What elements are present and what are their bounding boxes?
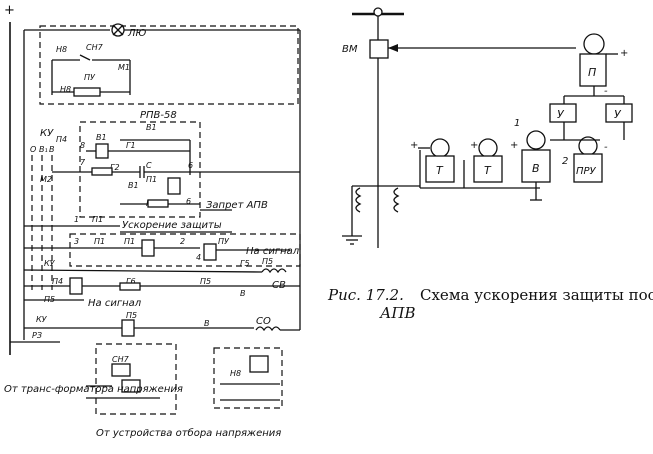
caption-text: Схема ускорения защиты после [420, 286, 653, 304]
relay-t2-label: Т [484, 164, 492, 177]
relay-g5: Г5 [240, 259, 250, 268]
relay-n8-top: Н8 [56, 45, 67, 54]
right-schematic: ВМ П + - У У + Т + Т 1 + [342, 7, 633, 248]
block-sn7-label: СН7 [112, 355, 130, 364]
terminal-2: 2 [180, 237, 185, 246]
uskorenie-label: Ускорение защиты [122, 220, 222, 231]
relay-u2-label: У [614, 108, 622, 121]
from-transformer-label: От транс-форматора напряжения [4, 384, 183, 395]
relay-p5-c: П5 [126, 311, 137, 320]
relay-m1: М1 [118, 63, 130, 72]
na-signal-1-label: На сигнал [246, 246, 300, 257]
relay-v-label: В [532, 162, 540, 175]
terminal-8: 8 [80, 141, 85, 150]
relay-p1-b: П1 [92, 215, 103, 224]
from-device-label: От устройства отбора напряжения [96, 427, 281, 439]
minus-pru: - [604, 142, 608, 153]
p5-label-right: П5 [262, 257, 273, 266]
breaker-vm [369, 39, 389, 59]
plus-t2: + [470, 140, 478, 151]
terminal-6-a: 6 [188, 161, 193, 170]
relay-p5-a: П5 [200, 277, 211, 286]
ku-label: КУ [40, 128, 54, 139]
relay-pu-b: ПУ [218, 237, 230, 246]
block-n8-label: Н8 [230, 369, 241, 378]
num-2: 2 [562, 156, 568, 167]
num-1: 1 [514, 118, 520, 129]
plus-p: + [620, 48, 628, 59]
relay-rz: РЗ [32, 331, 42, 340]
relay-p1-a: П1 [146, 175, 157, 184]
relay-g2: Г2 [110, 163, 120, 172]
left-schematic: + КУ О В₁ В ЛЮ Н8 СН7 М1 Н8 ПУ [4, 3, 301, 439]
plus-t1: + [410, 140, 418, 151]
relay-v1-b: В1 [146, 123, 157, 132]
relay-n8-lower: Н8 [60, 85, 71, 94]
na-signal-2-label: На сигнал [88, 298, 142, 309]
vm-label: ВМ [342, 44, 358, 55]
ku-contact-v: В [49, 145, 55, 154]
plus-v: + [510, 140, 518, 151]
relay-u1-label: У [557, 108, 565, 121]
caption-apv: АПВ [379, 304, 415, 322]
ku-lower-label: КУ [44, 259, 56, 268]
relay-g6: Г6 [126, 277, 136, 286]
lamp-label: ЛЮ [127, 28, 147, 39]
terminal-4: 4 [196, 253, 201, 262]
relay-t1-label: Т [436, 164, 444, 177]
relay-p1-c: П1 [94, 237, 105, 246]
relay-v1-c: В1 [128, 181, 139, 190]
relay-m2: М2 [40, 175, 52, 184]
figure-caption: Рис. 17.2. Схема ускорения защиты после … [327, 286, 653, 322]
relay-pru-label: ПРУ [576, 166, 597, 177]
relay-p4-left: П4 [56, 135, 67, 144]
ku-contact-o: О [30, 145, 36, 154]
rpv58-label: РПВ-58 [140, 110, 177, 121]
relay-v1-a: В1 [96, 133, 107, 142]
ku-bottom-label: КУ [36, 315, 48, 324]
relay-p4-lower: П4 [52, 277, 63, 286]
ku-contact-v1: В₁ [39, 145, 48, 154]
relay-p-label: П [588, 66, 596, 79]
minus-p: - [604, 86, 608, 97]
plus-supply-label: + [4, 3, 15, 18]
so-label: СО [256, 316, 271, 327]
terminal-1: 1 [74, 215, 79, 224]
svg-text:В: В [204, 319, 210, 328]
svg-text:В: В [240, 289, 246, 298]
relay-pu: ПУ [84, 73, 96, 82]
zapret-apv-label: Запрет АПВ [206, 200, 268, 211]
relay-c: С [146, 161, 152, 170]
caption-prefix: Рис. 17.2. [327, 286, 404, 304]
relay-g1: Г1 [126, 141, 136, 150]
relay-sn7-top: СН7 [86, 43, 104, 52]
terminal-3: 3 [74, 237, 79, 246]
terminal-7: 7 [80, 158, 86, 167]
relay-p1-d: П1 [124, 237, 135, 246]
terminal-6-b: 6 [186, 197, 191, 206]
